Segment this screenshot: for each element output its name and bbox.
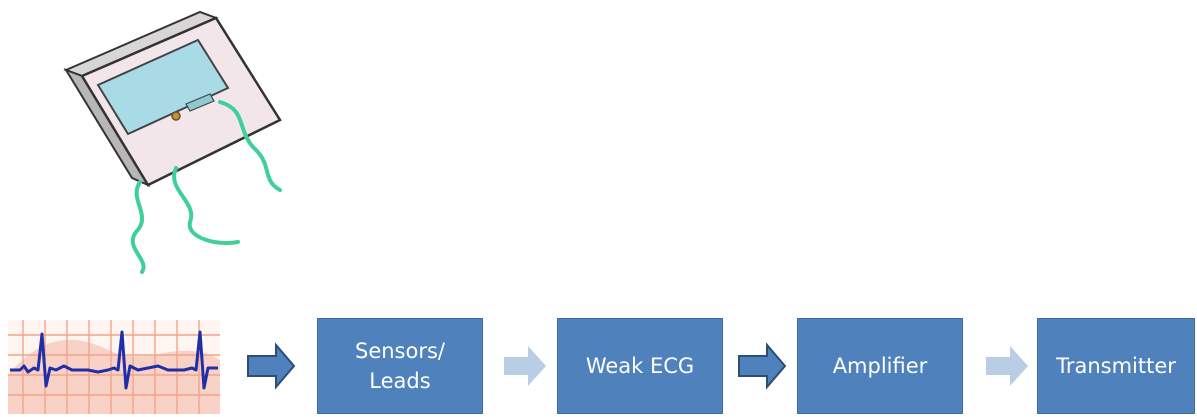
ecg-waveform-icon [8, 320, 220, 414]
flow-arrow-3 [738, 342, 787, 390]
step-label: Transmitter [1056, 354, 1176, 378]
step-label: Sensors/ Leads [355, 339, 445, 393]
step-label: Amplifier [832, 354, 928, 378]
step-weak-ecg: Weak ECG [557, 318, 723, 414]
flow-arrow-2 [504, 346, 546, 386]
step-sensors-leads: Sensors/ Leads [317, 318, 483, 414]
ecg-monitor-device-icon [63, 10, 282, 274]
step-label: Weak ECG [585, 354, 695, 378]
step-transmitter: Transmitter [1037, 318, 1195, 414]
flow-arrow-4 [986, 346, 1028, 386]
flow-arrow-1 [247, 342, 296, 390]
step-amplifier: Amplifier [797, 318, 963, 414]
